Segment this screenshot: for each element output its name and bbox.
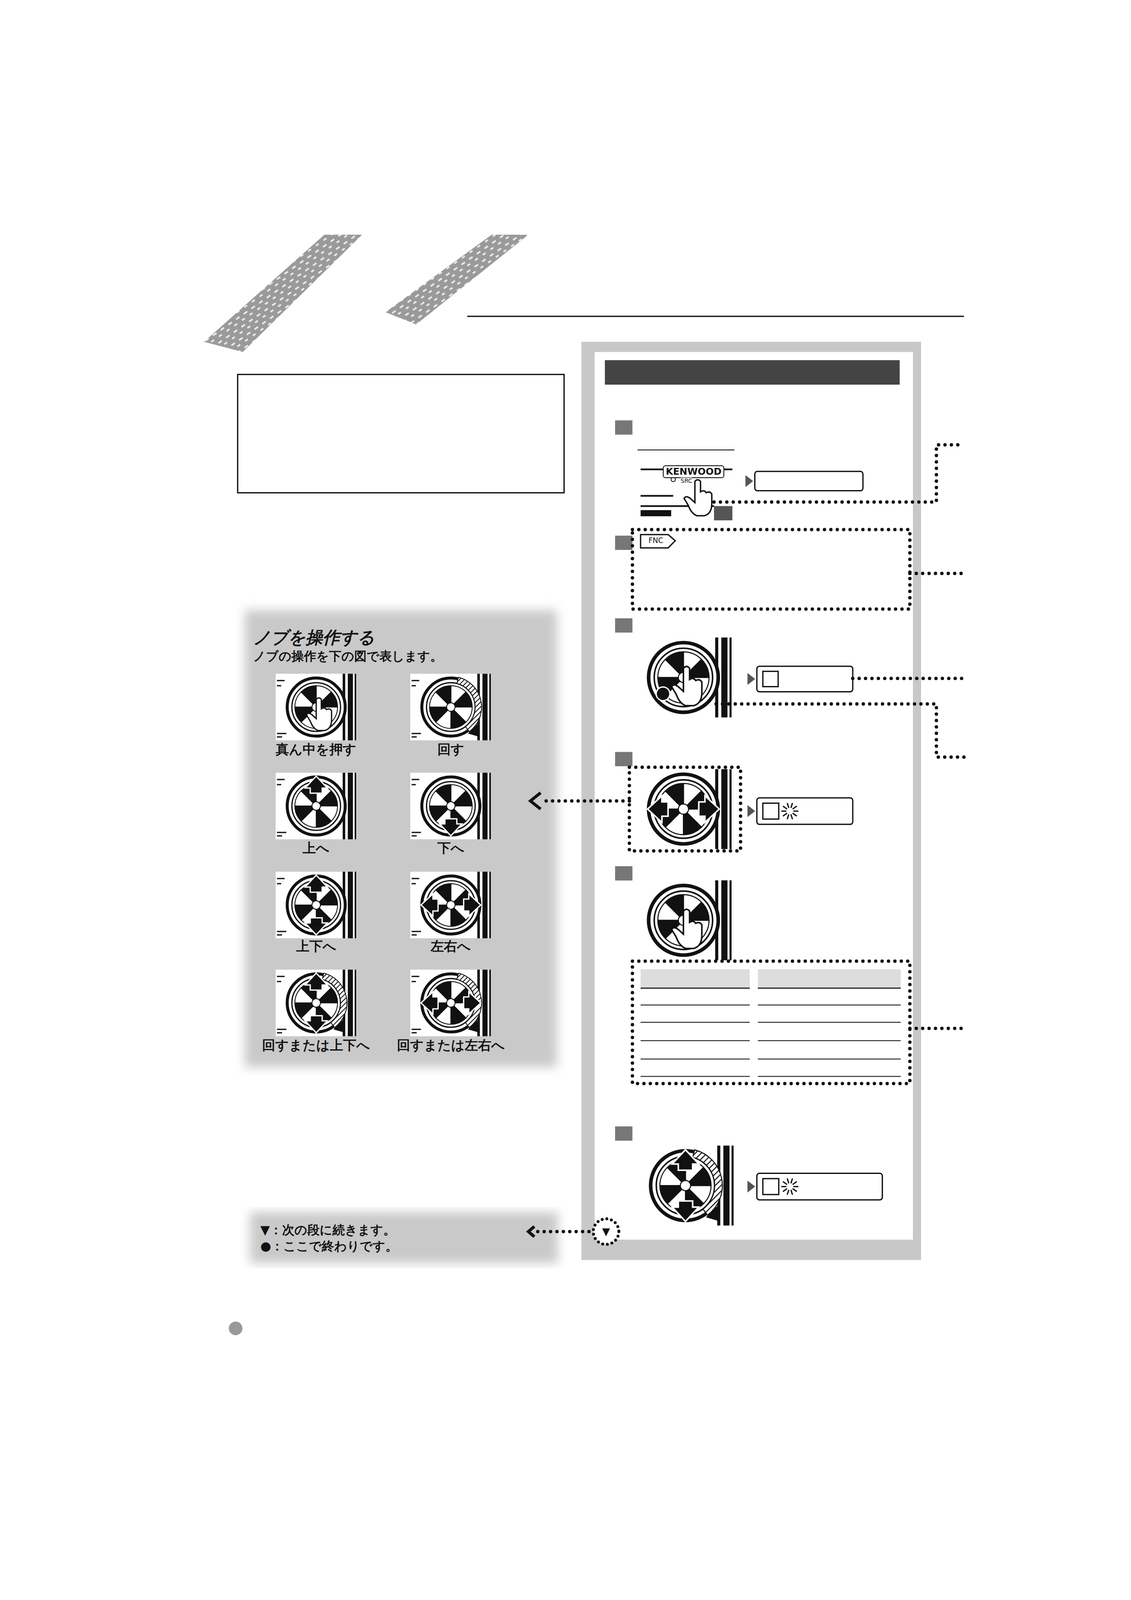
header-rule — [467, 315, 965, 317]
knob-icon — [634, 769, 732, 849]
continue-marker: ▼ — [591, 1216, 621, 1246]
procedure-frame — [581, 341, 922, 1260]
display-window — [747, 797, 853, 825]
tread-stripe — [385, 234, 529, 325]
head-unit-illustration — [637, 449, 735, 521]
panel-text: ●：ここで終わりです。 — [260, 1238, 508, 1255]
knob-icon — [410, 871, 492, 939]
step-marker — [615, 1126, 633, 1141]
leader-line — [852, 676, 965, 680]
legend-panel-ground — [250, 1211, 559, 1263]
step-marker — [615, 420, 633, 435]
brand-logo: KENWOOD — [662, 465, 725, 479]
tread-stripe — [204, 234, 362, 353]
leader-arrowhead — [530, 792, 541, 809]
knob-icon — [634, 637, 732, 718]
step-badge — [656, 686, 671, 701]
operation-caption: 真ん中を押す — [275, 741, 357, 757]
knob-icon — [410, 772, 492, 840]
display-window — [747, 666, 853, 692]
step-marker — [615, 751, 633, 766]
dotted-frame — [629, 766, 741, 851]
knob-icon — [275, 871, 357, 939]
operation-caption: 回す — [437, 741, 465, 757]
leader-line — [714, 444, 965, 502]
operation-caption: 左右へ — [430, 938, 471, 954]
knob-icon — [410, 969, 492, 1036]
empty-frame — [237, 374, 565, 493]
step-marker — [615, 617, 633, 633]
panel-heading: ノブを操作する — [253, 626, 549, 649]
panel-text: ノブの操作を下の図で表します。 — [253, 648, 549, 665]
button-label: SRC — [680, 477, 693, 484]
marker-symbol: ▼ — [602, 1226, 610, 1237]
knob-icon — [410, 673, 492, 741]
operation-caption: 上へ — [302, 840, 330, 855]
page-bullet — [228, 1321, 243, 1336]
knob-icon — [634, 880, 732, 960]
operation-caption: 回すまたは左右へ — [396, 1037, 505, 1053]
leader-line — [909, 1026, 965, 1030]
display-window — [745, 471, 863, 491]
dotted-frame — [632, 529, 910, 609]
legend-panel: ▼：次の段に続きます。●：ここで終わりです。 — [244, 1206, 523, 1270]
option-table — [640, 969, 901, 1077]
fnc-button — [640, 534, 676, 548]
knob-panel-ground — [244, 609, 557, 1067]
knob-icon — [275, 673, 357, 741]
procedure-inner — [594, 352, 913, 1240]
operation-caption: 回すまたは上下へ — [262, 1037, 371, 1053]
knob-guide-panel: ノブを操作するノブの操作を下の図で表します。 — [237, 603, 565, 1075]
knob-icon — [275, 772, 357, 840]
operation-caption: 上下へ — [296, 938, 337, 954]
knob-icon — [275, 969, 357, 1036]
panel-text: ▼：次の段に続きます。 — [260, 1221, 508, 1239]
leader-line — [542, 798, 630, 803]
operation-caption: 下へ — [437, 840, 465, 855]
display-window — [747, 1173, 883, 1200]
step-marker — [615, 865, 633, 881]
leader-line — [716, 703, 965, 757]
dotted-frame — [632, 960, 910, 1084]
header-bar — [604, 360, 900, 385]
continue-arrow — [528, 1226, 589, 1237]
button-label: FNC — [648, 536, 664, 545]
knob-icon — [636, 1145, 735, 1226]
leader-line — [909, 571, 965, 575]
step-marker — [615, 535, 633, 550]
